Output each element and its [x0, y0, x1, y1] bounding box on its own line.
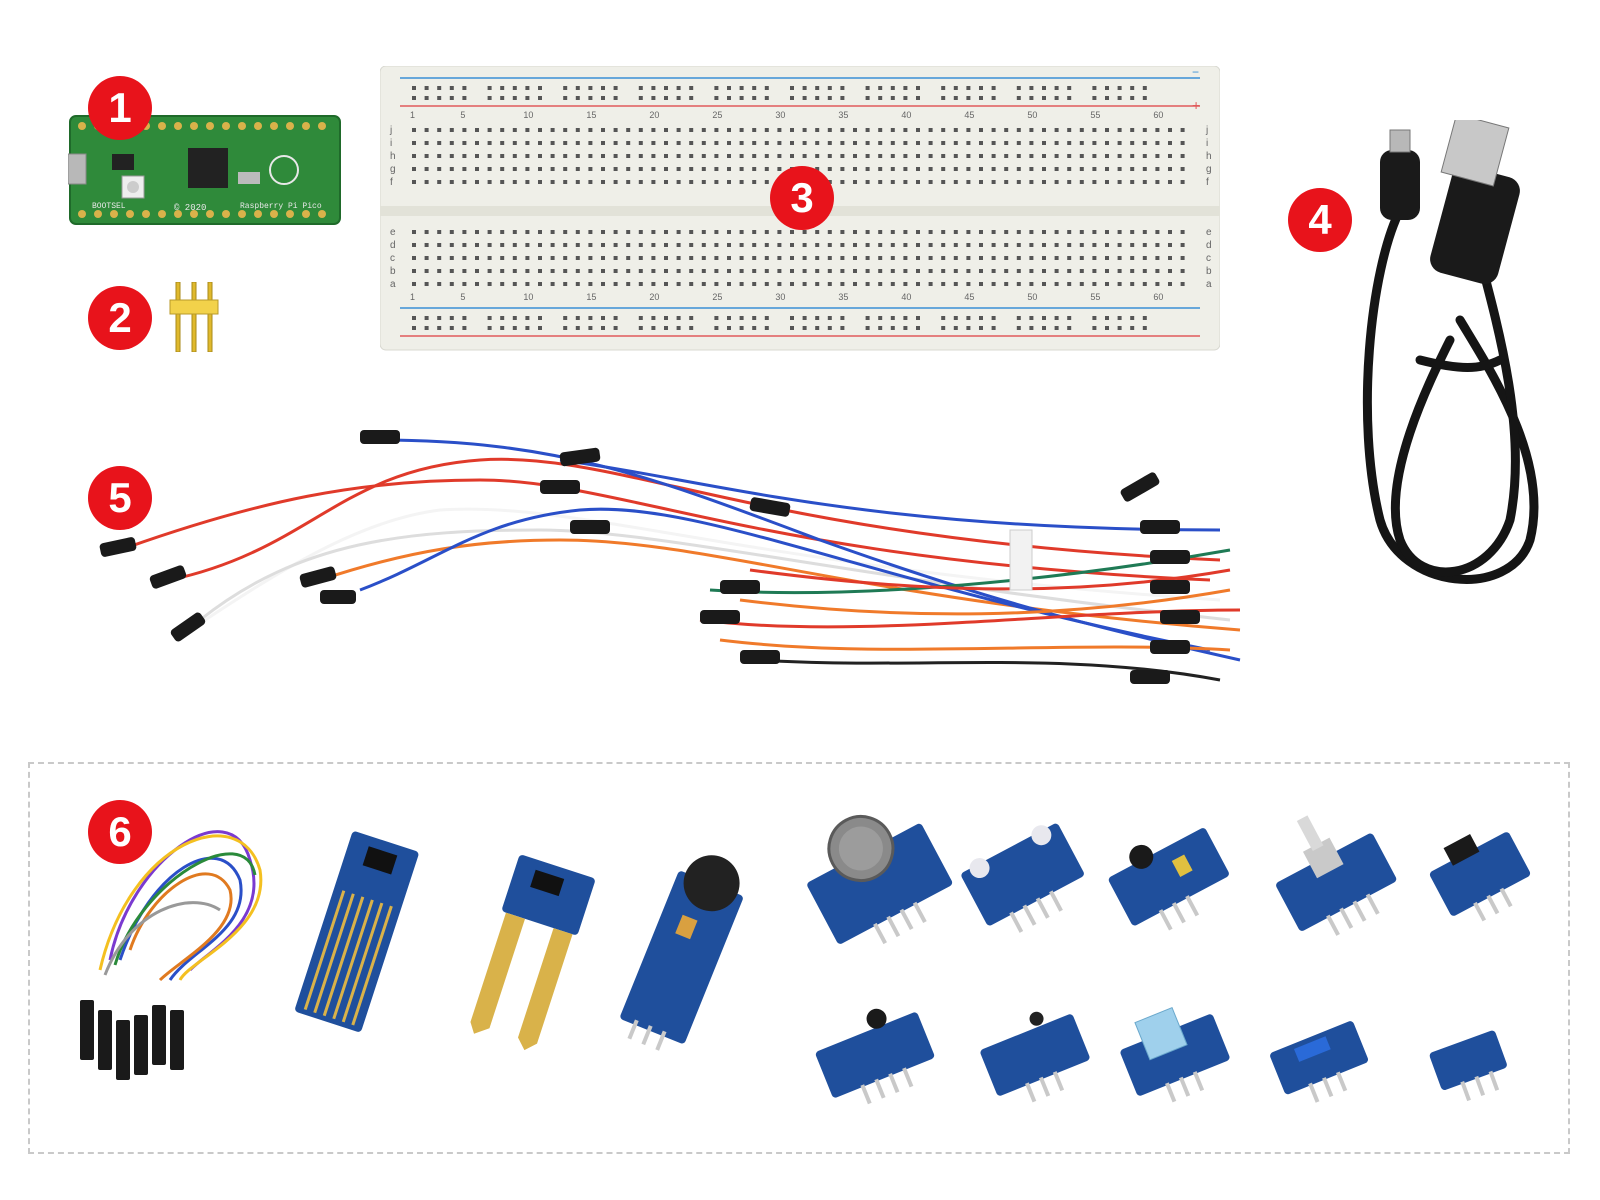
badge-3: 3 [770, 166, 834, 230]
breadboard-column-number: 10 [523, 292, 533, 302]
breadboard-row-letter: f [1206, 177, 1209, 188]
breadboard-column-number: 25 [712, 110, 722, 120]
breadboard-column-number: 40 [901, 292, 911, 302]
pico-silk-bootsel: BOOTSEL [92, 202, 126, 211]
temperature-sensor-module [980, 1011, 1090, 1103]
breadboard-row-letter: c [1206, 253, 1211, 264]
sensor-kit-frame [28, 762, 1570, 1154]
dupont-cable-bundle [80, 830, 263, 1080]
microphone-sensor-module [1108, 828, 1229, 931]
breadboard-column-number: 1 [410, 110, 415, 120]
breadboard-column-number: 45 [964, 292, 974, 302]
sound-sensor-module [620, 855, 743, 1051]
water-level-sensor [295, 831, 419, 1032]
badge-6: 6 [88, 800, 152, 864]
breadboard-column-number: 1 [410, 292, 415, 302]
breadboard-row-letter: d [390, 240, 396, 251]
breadboard-row-letter: a [1206, 279, 1212, 290]
breadboard-row-letter: h [1206, 151, 1212, 162]
breadboard-column-number: 25 [712, 292, 722, 302]
badge-1: 1 [88, 76, 152, 140]
soil-moisture-sensor [470, 855, 595, 1051]
breadboard-column-number: 5 [460, 110, 465, 120]
tracking-sensor-module [961, 823, 1084, 933]
breadboard-row-letter: a [390, 279, 396, 290]
breadboard-column-number: 30 [775, 292, 785, 302]
breadboard-column-number: 50 [1027, 292, 1037, 302]
flame-sensor-module [815, 1008, 935, 1105]
breadboard-column-number: 5 [460, 292, 465, 302]
breadboard-column-number: 50 [1027, 110, 1037, 120]
humidity-sensor-module [1120, 1007, 1230, 1103]
breadboard-column-number: 15 [586, 110, 596, 120]
pico-board: © 2020 BOOTSEL Raspberry Pi Pico [68, 115, 341, 225]
breadboard-row-letter: g [390, 164, 396, 175]
badge-4: 4 [1288, 188, 1352, 252]
breadboard-row-letter: f [390, 177, 393, 188]
breadboard-column-number: 10 [523, 110, 533, 120]
tilt-sensor-module [1270, 1021, 1369, 1103]
breadboard-row-letter: b [390, 266, 396, 277]
gas-sensor-module [807, 815, 953, 945]
breadboard-row-letter: e [390, 227, 396, 238]
breadboard-column-number: 30 [775, 110, 785, 120]
usb-cable [1362, 120, 1539, 584]
breadboard-row-letter: e [1206, 227, 1212, 238]
pico-silk-year: © 2020 [174, 203, 206, 213]
infrared-sensor-module [1429, 832, 1531, 922]
breadboard-row-letter: d [1206, 240, 1212, 251]
breadboard-column-number: 45 [964, 110, 974, 120]
breadboard-row-letter: g [1206, 164, 1212, 175]
breadboard-row-letter: b [1206, 266, 1212, 277]
rail-plus-label: + [1192, 97, 1200, 113]
breadboard-row-letter: i [390, 138, 392, 149]
breadboard-column-number: 55 [1090, 292, 1100, 302]
breadboard-row-letter: j [1205, 125, 1208, 136]
breadboard-column-number: 60 [1153, 110, 1163, 120]
breadboard-row-letter: h [390, 151, 396, 162]
rail-minus-label: − [1192, 66, 1199, 79]
rotary-encoder-module [1276, 815, 1397, 936]
breadboard-column-number: 20 [649, 292, 659, 302]
breadboard-column-number: 40 [901, 110, 911, 120]
breadboard-column-number: 35 [838, 292, 848, 302]
breadboard-row-letter: c [390, 253, 395, 264]
breadboard-row-letter: j [389, 125, 392, 136]
breadboard-column-number: 20 [649, 110, 659, 120]
badge-5: 5 [88, 466, 152, 530]
pico-silk-brand: Raspberry Pi Pico [240, 202, 322, 211]
badge-2: 2 [88, 286, 152, 350]
breadboard-column-number: 55 [1090, 110, 1100, 120]
hall-sensor-module [1429, 1030, 1507, 1102]
breadboard-column-number: 35 [838, 110, 848, 120]
jumper-wire-bundle [99, 430, 1241, 684]
breadboard-row-letter: i [1206, 138, 1208, 149]
breadboard-column-number: 15 [586, 292, 596, 302]
pin-header [169, 282, 219, 352]
breadboard-column-number: 60 [1153, 292, 1163, 302]
